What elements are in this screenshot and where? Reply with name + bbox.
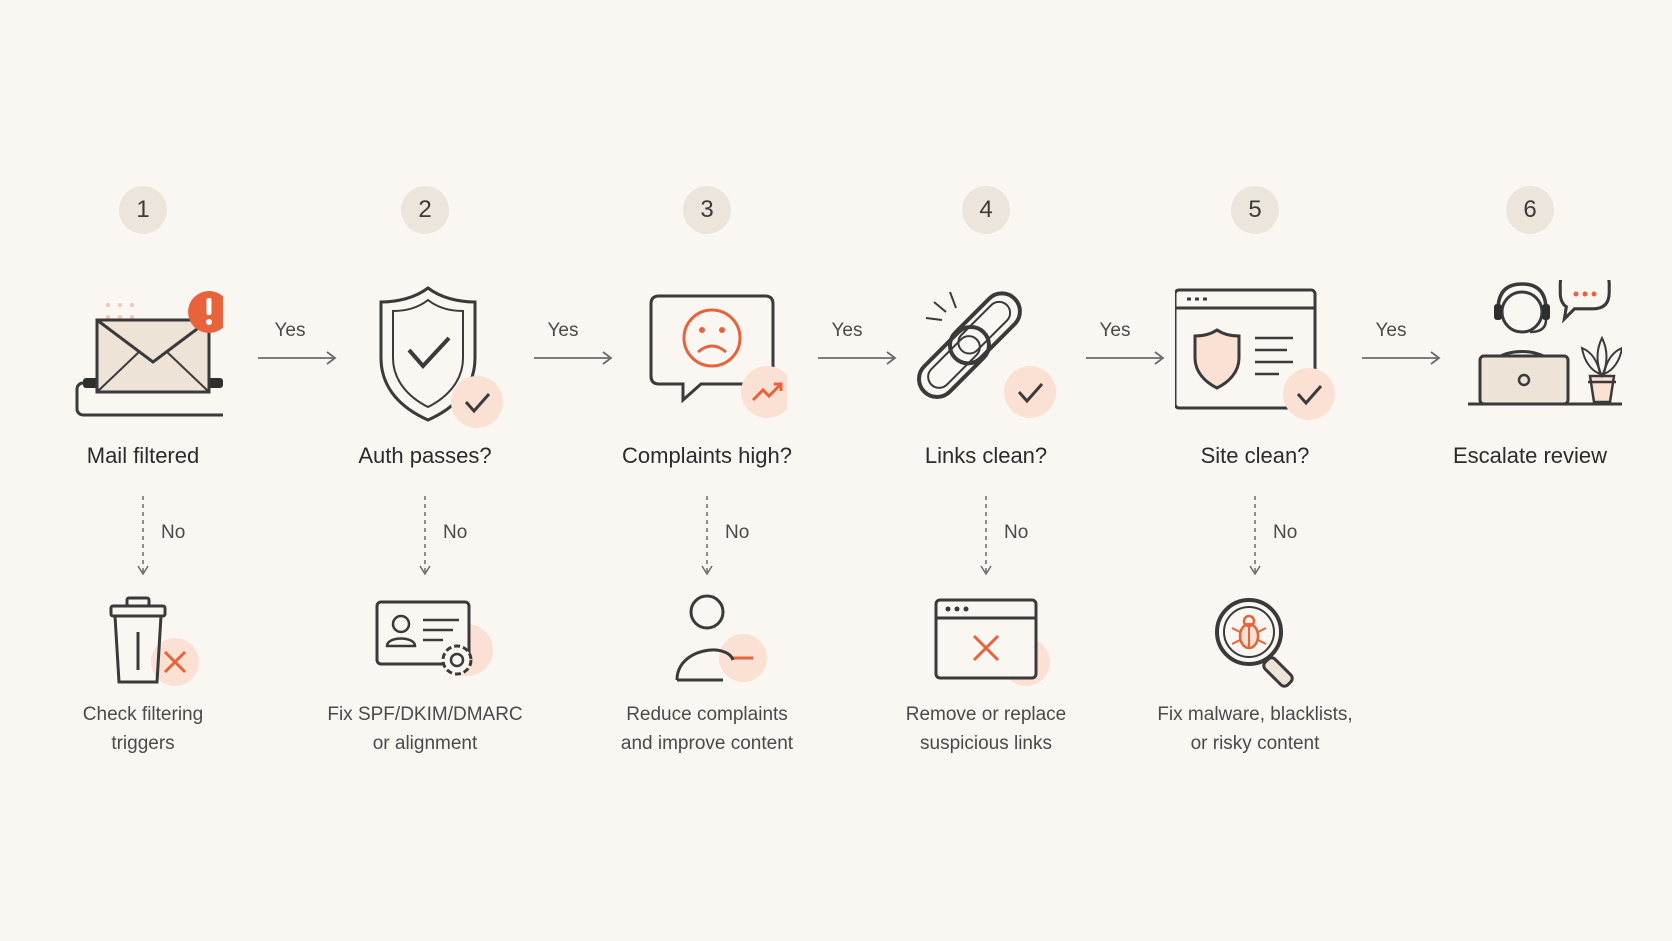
step-3: 3 Complaints high? No Reduce complaints [577,0,837,941]
right-arrow-icon [818,351,897,365]
step-title: Auth passes? [358,443,492,468]
right-arrow-icon [1362,351,1441,365]
shield-check-icon [379,286,503,428]
yes-label: Yes [831,320,863,341]
right-arrow-icon [534,351,613,365]
yes-label: Yes [1099,320,1131,341]
user-minus-icon [675,594,767,682]
fail-action-text: Reduce complaints and improve content [620,704,794,754]
fail-action-text: Remove or replace suspicious links [905,704,1067,754]
yes-label: Yes [547,320,579,341]
step-number-badge: 2 [401,186,449,234]
envelope-alert-icon [75,291,223,417]
step-number-badge: 4 [962,186,1010,234]
fail-action-text: Check filtering triggers [82,704,204,754]
yes-label: Yes [274,320,306,341]
yes-label: Yes [1375,320,1407,341]
browser-x-icon [934,598,1050,686]
step-title: Mail filtered [86,443,200,468]
step-title: Site clean? [1200,443,1310,468]
no-label: No [1004,522,1029,543]
step-title: Links clean? [924,443,1048,468]
fail-action-text: Fix SPF/DKIM/DMARC or alignment [327,704,523,754]
no-label: No [443,522,468,543]
trash-x-icon [109,596,199,686]
down-arrow-icon [1249,496,1261,576]
browser-shield-check-icon [1175,288,1335,420]
step-title: Complaints high? [622,443,792,468]
fail-action-text: Fix malware, blacklists, or risky conten… [1157,704,1353,754]
no-label: No [725,522,750,543]
down-arrow-icon [137,496,149,576]
step-number-badge: 3 [683,186,731,234]
step-number-badge: 5 [1231,186,1279,234]
down-arrow-icon [419,496,431,576]
step-5: 5 Site clean? No [1125,0,1385,941]
step-number-badge: 6 [1506,186,1554,234]
step-title: Escalate review [1452,443,1608,468]
down-arrow-icon [980,496,992,576]
sad-chat-trend-icon [649,294,787,418]
id-card-gear-icon [375,600,493,676]
right-arrow-icon [258,351,337,365]
no-label: No [1273,522,1298,543]
bug-magnifier-icon [1215,598,1294,688]
broken-chain-check-icon [917,291,1056,418]
step-number-badge: 1 [119,186,167,234]
step-2: 2 Auth passes? No Fix SPF/DKIM/DMARC [295,0,555,941]
support-agent-icon [1468,280,1622,406]
step-4: 4 Links clean? No [856,0,1116,941]
step-1: 1 Mail filtered No [13,0,273,941]
down-arrow-icon [701,496,713,576]
no-label: No [161,522,186,543]
right-arrow-icon [1086,351,1165,365]
step-6: 6 Escalate review [1400,0,1660,941]
